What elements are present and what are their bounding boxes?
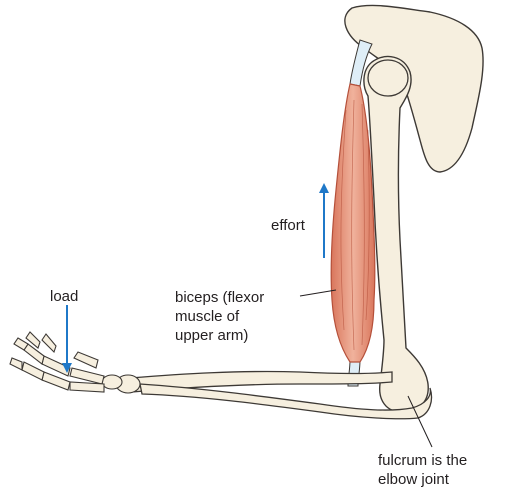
biceps-line-1: biceps (flexor: [175, 288, 264, 307]
load-text: load: [50, 287, 78, 306]
fulcrum-label: fulcrum is the elbow joint: [378, 451, 467, 489]
humerus-head: [368, 60, 408, 96]
fulcrum-line-2: elbow joint: [378, 470, 467, 489]
fulcrum-line-1: fulcrum is the: [378, 451, 467, 470]
effort-text: effort: [271, 216, 305, 235]
biceps-line-2: muscle of: [175, 307, 264, 326]
biceps-leader: [300, 290, 336, 296]
hand-bones: [10, 332, 140, 393]
load-label: load: [50, 287, 78, 306]
biceps-label: biceps (flexor muscle of upper arm): [175, 288, 264, 345]
effort-label: effort: [271, 216, 305, 235]
biceps-line-3: upper arm): [175, 326, 264, 345]
